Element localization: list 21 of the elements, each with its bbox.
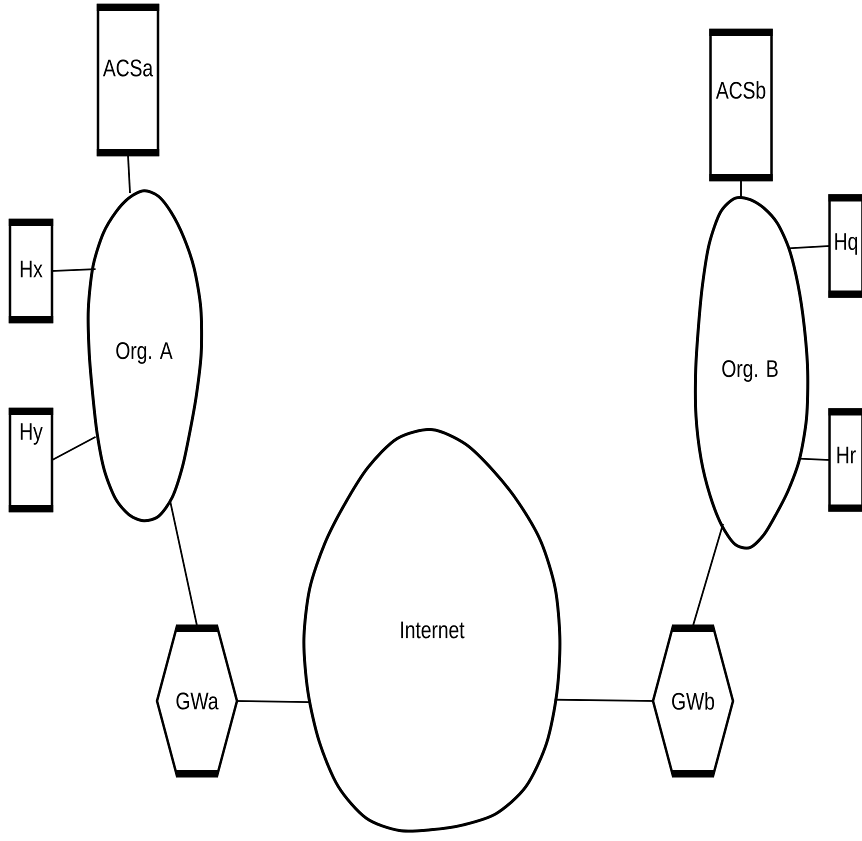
- connection-line: [692, 524, 724, 626]
- network-cloud: Org. B: [694, 196, 810, 550]
- host-box: Hx: [8, 218, 54, 324]
- connection-line: [237, 700, 310, 703]
- gateway-hexagon: GWb: [652, 624, 734, 778]
- host-box: Hr: [828, 408, 862, 512]
- connection-line: [52, 268, 96, 272]
- host-box: Hy: [8, 408, 54, 512]
- server-box: ACSa: [96, 4, 160, 156]
- connection-line: [554, 698, 653, 702]
- host-box: Hq: [828, 194, 862, 298]
- connection-line: [790, 245, 830, 250]
- connection-line: [168, 499, 198, 626]
- network-cloud: Internet: [302, 428, 562, 833]
- gateway-hexagon: GWa: [156, 624, 238, 778]
- network-cloud: Org. A: [86, 189, 204, 522]
- server-box: ACSb: [709, 28, 773, 182]
- connection-line: [798, 458, 830, 461]
- connection-line: [52, 436, 96, 461]
- connection-line: [740, 180, 742, 200]
- connection-line: [127, 155, 131, 194]
